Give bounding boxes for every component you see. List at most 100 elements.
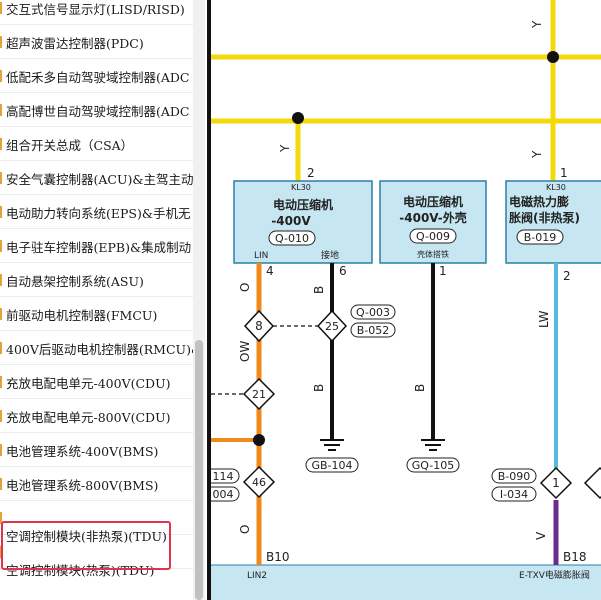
junction-dot (292, 112, 304, 124)
bookmark-marker (0, 342, 2, 354)
kl30-label: KL30 (546, 183, 566, 192)
bookmark-marker (0, 444, 2, 456)
wire-label-y-right: Y (530, 150, 544, 159)
wire-label-o: O (238, 525, 252, 534)
wire-label-lw: LW (537, 310, 551, 328)
module-list-sidebar: 交互式信号显示灯(LISD/RISD) 超声波雷达控制器(PDC) 低配禾多自动… (0, 0, 193, 600)
expansion-valve-box (505, 180, 601, 264)
wire-label-b: B (413, 384, 427, 392)
wire-label-y-left: Y (278, 144, 292, 153)
bookmark-marker (0, 274, 2, 286)
sidebar-item-cdu-800[interactable]: 充放电配电单元-800V(CDU) (0, 399, 193, 433)
wire-label-y-top: Y (530, 20, 544, 29)
bookmark-marker (0, 410, 2, 422)
svg-text:21: 21 (252, 388, 266, 401)
connector-label-lin2: LIN2 (247, 571, 267, 581)
bookmark-marker (0, 376, 2, 388)
sidebar-item-adc-high[interactable]: 高配博世自动驾驶域控制器(ADC (0, 93, 193, 127)
sidebar-item-label: 充放电配电单元-400V(CDU) (6, 376, 171, 391)
sidebar-item-tdu-nonheatpump[interactable]: 空调控制模块(非热泵)(TDU) (0, 501, 193, 544)
ref-badge-i034: I-034 (491, 486, 537, 502)
wire-label-ow: OW (238, 341, 252, 362)
ref-badge-b090: B-090 (491, 468, 537, 484)
sidebar-item-label: 安全气囊控制器(ACU)&主驾主动 (6, 172, 193, 187)
svg-text:I-034: I-034 (500, 488, 528, 501)
bookmark-marker (0, 206, 2, 218)
ground-symbol (320, 439, 344, 451)
sidebar-item-bms-800[interactable]: 电池管理系统-800V(BMS) (0, 467, 193, 501)
svg-text:B-090: B-090 (498, 470, 531, 483)
sidebar-item-adc-low[interactable]: 低配禾多自动驾驶域控制器(ADC (0, 59, 193, 93)
connector-21: 21 (242, 377, 276, 411)
ground-badge-gq105: GQ-105 (406, 457, 460, 473)
sidebar-item-asu[interactable]: 自动悬架控制系统(ASU) (0, 263, 193, 297)
connector-8: 8 (243, 309, 275, 343)
component-code-badge (409, 228, 457, 244)
bookmark-marker (0, 36, 2, 48)
bookmark-marker (0, 138, 2, 150)
sidebar-item-csa[interactable]: 组合开关总成（CSA） (0, 127, 193, 161)
kl30-label: KL30 (291, 183, 311, 192)
connector-label-etxv: E-TXV电磁膨胀阀 (519, 569, 590, 581)
ref-badge-b052: B-052 (350, 322, 396, 338)
bookmark-marker (0, 512, 2, 524)
sidebar-item-cdu-400[interactable]: 充放电配电单元-400V(CDU) (0, 365, 193, 399)
pin-label-lin: LIN (254, 251, 268, 261)
pin-label-housing-ground: 壳体搭铁 (417, 249, 449, 259)
pin-number: 4 (266, 264, 274, 278)
sidebar-item-rmcu[interactable]: 400V后驱动电机控制器(RMCU)& (0, 331, 193, 365)
scrollbar-thumb[interactable] (195, 340, 203, 600)
wire-label-v: V (534, 531, 548, 540)
svg-text:8: 8 (255, 319, 263, 333)
svg-text:GQ-105: GQ-105 (412, 459, 454, 472)
sidebar-item-label: 低配禾多自动驾驶域控制器(ADC (6, 70, 190, 85)
sidebar-item-label: 电动助力转向系统(EPS)&手机无 (6, 206, 191, 221)
wire-label-b: B (312, 384, 326, 392)
sidebar-item-pdc[interactable]: 超声波雷达控制器(PDC) (0, 25, 193, 59)
svg-text:Q-003: Q-003 (356, 306, 390, 319)
sidebar-item-label: 组合开关总成（CSA） (6, 138, 134, 153)
pin-number: 1 (439, 264, 447, 278)
wire-label-o: O (238, 283, 252, 292)
compressor-module-box (233, 180, 373, 264)
ref-badge-114: 114 (211, 468, 240, 484)
ref-badge-004: 004 (211, 486, 240, 502)
sidebar-item-epb[interactable]: 电子驻车控制器(EPB)&集成制动 (0, 229, 193, 263)
bookmark-marker (0, 240, 2, 252)
svg-text:46: 46 (252, 476, 266, 489)
junction-dot (253, 434, 265, 446)
svg-text:25: 25 (325, 320, 339, 333)
ground-symbol (421, 439, 445, 451)
component-code: Q-010 (275, 232, 309, 245)
svg-text:1: 1 (552, 476, 560, 490)
svg-text:B-052: B-052 (357, 324, 390, 337)
sidebar-item-label: 自动悬架控制系统(ASU) (6, 274, 144, 289)
connector-25: 25 (316, 309, 348, 343)
pin-number: 2 (563, 269, 571, 283)
sidebar-item-label: 充放电配电单元-800V(CDU) (6, 410, 171, 425)
sidebar-item-lisd[interactable]: 交互式信号显示灯(LISD/RISD) (0, 0, 193, 25)
component-name: -400V (271, 214, 311, 228)
selection-highlight (1, 521, 171, 570)
bookmark-marker (0, 172, 2, 184)
pane-divider[interactable] (207, 0, 211, 600)
sidebar-item-label: 交互式信号显示灯(LISD/RISD) (6, 2, 185, 17)
pin-label-b18: B18 (563, 550, 587, 564)
sidebar-item-bms-400[interactable]: 电池管理系统-400V(BMS) (0, 433, 193, 467)
sidebar-item-fmcu[interactable]: 前驱动电机控制器(FMCU) (0, 297, 193, 331)
wiring-diagram: Y Y Y 2 1 KL30 电动压缩机 -400V Q-010 LIN 接地 … (211, 0, 601, 600)
bookmark-marker (0, 478, 2, 490)
ground-badge-gb104: GB-104 (305, 457, 359, 473)
component-name: 电动压缩机 (273, 197, 333, 212)
sidebar-item-label: 空调控制模块(非热泵)(TDU) (6, 529, 167, 544)
bookmark-marker (0, 104, 2, 116)
component-code: B-019 (524, 231, 557, 244)
sidebar-item-eps[interactable]: 电动助力转向系统(EPS)&手机无 (0, 195, 193, 229)
sidebar-item-acu[interactable]: 安全气囊控制器(ACU)&主驾主动 (0, 161, 193, 195)
sidebar-item-label: 空调控制模块(热泵)(TDU) (6, 563, 155, 578)
junction-dot (547, 51, 559, 63)
component-name: 胀阀(非热泵) (509, 210, 580, 225)
component-code-badge (516, 229, 564, 245)
pin-number: 6 (339, 264, 347, 278)
pin-number: 2 (307, 166, 315, 180)
